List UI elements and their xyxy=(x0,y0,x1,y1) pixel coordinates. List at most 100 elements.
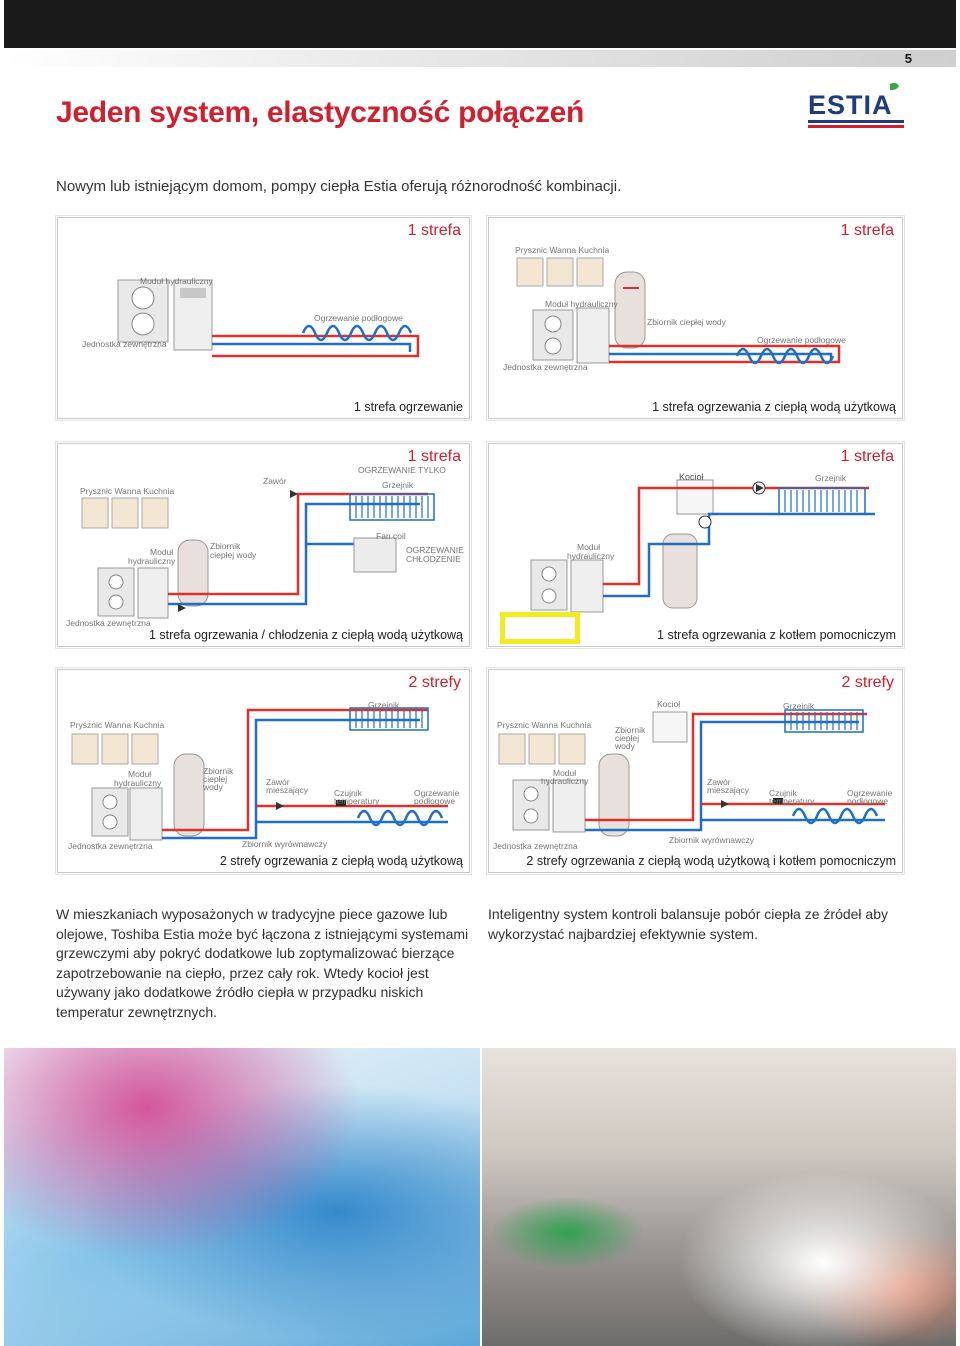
fixtures-label: Prysznic Wanna Kuchnia xyxy=(497,720,592,730)
buffer-tank-label: Zbiornik wyrównawczy xyxy=(242,839,328,849)
outdoor-unit xyxy=(91,787,129,837)
module-label-2: hydrauliczny xyxy=(128,556,176,566)
mixing-valve-label-1: Zawór xyxy=(266,777,290,787)
tank-label-1: Zbiornik xyxy=(203,766,234,776)
hydraulic-module xyxy=(576,307,610,364)
floor-heating-loop xyxy=(791,807,879,825)
hot-pipe xyxy=(585,712,867,822)
page-title: Jeden system, elastyczność połączeń xyxy=(56,96,585,129)
valve-label: Zawór xyxy=(263,476,287,486)
body-text-right: Inteligentny system kontroli balansuje p… xyxy=(488,906,889,942)
dhw-tank xyxy=(177,539,209,607)
mixing-valve-label-2: mieszający xyxy=(266,785,309,795)
panel-caption: 1 strefa ogrzewanie xyxy=(353,400,463,414)
top-bar xyxy=(4,0,956,48)
heating-only-label: OGRZEWANIE TYLKO xyxy=(358,465,446,475)
outdoor-unit xyxy=(532,309,574,361)
panel-caption: 1 strefa ogrzewania z kotłem pomocniczym xyxy=(657,628,896,642)
sensor-label-2: temperatury xyxy=(769,796,815,806)
floor-heating-label-2: podłogowe xyxy=(414,796,456,806)
outdoor-unit-label: Jednostka zewnętrzna xyxy=(66,618,151,628)
module-label-2: hydrauliczny xyxy=(567,551,615,561)
dishwashing-photo xyxy=(482,1048,956,1346)
hot-pipe xyxy=(212,334,420,358)
panel-caption: 2 strefy ogrzewania z ciepłą wodą użytko… xyxy=(526,854,896,868)
buffer-tank xyxy=(662,533,698,609)
valve-icon xyxy=(178,604,186,612)
zone-label: 2 strefy xyxy=(841,674,894,691)
sensor-label-2: temperatury xyxy=(334,796,380,806)
hydraulic-module xyxy=(129,787,163,841)
outdoor-unit xyxy=(530,559,568,611)
diagram-panel-1-zone-heating: 1 strefa Moduł hydrauliczny Ogrzewanie p… xyxy=(55,215,472,421)
heating-cooling-label-1: OGRZEWANIE xyxy=(406,545,464,555)
diagram-3-graphic xyxy=(81,490,435,619)
logo-stripe-blue xyxy=(808,120,904,123)
heating-cooling-label-2: CHŁODZENIE xyxy=(406,554,461,564)
diagram-6-graphic xyxy=(498,709,885,837)
cold-pipe xyxy=(162,718,420,840)
sensor-label-1: Czujnik xyxy=(769,788,797,798)
diagram-2-graphic xyxy=(516,257,841,365)
intro-text: Nowym lub istniejącym domom, pompy ciepł… xyxy=(56,178,622,195)
outdoor-unit-label: Jednostka zewnętrzna xyxy=(503,362,588,372)
module-label: Moduł hydrauliczny xyxy=(140,276,213,286)
floor-heating-label: Ogrzewanie podłogowe xyxy=(757,335,846,345)
outdoor-unit xyxy=(97,567,135,617)
floor-heating-label-1: Ogrzewanie xyxy=(414,788,460,798)
hot-pipe xyxy=(162,708,428,832)
diagram-panel-2-zone-heating-dhw: 1 strefa Prysznic Wanna Kuchnia Moduł hy… xyxy=(486,215,905,421)
radiator xyxy=(784,709,864,733)
tank-label-3: wody xyxy=(615,741,635,751)
hydraulic-module xyxy=(570,559,604,613)
boiler-label: Kocioł xyxy=(679,472,704,482)
module-label-1: Moduł xyxy=(150,547,174,557)
module-label-1: Moduł xyxy=(553,768,577,778)
diagram-panel-3-heating-cooling-dhw: 1 strefa Prysznic Wanna Kuchnia Zawór OG… xyxy=(55,441,472,649)
fixtures-label: Prysznic Wanna Kuchnia xyxy=(515,245,610,255)
outdoor-unit-label: Jednostka zewnętrzna xyxy=(68,841,153,851)
module-label-1: Moduł xyxy=(128,769,152,779)
cold-pipe xyxy=(212,342,412,352)
panel-caption: 1 strefa ogrzewania / chłodzenia z ciepł… xyxy=(148,628,463,642)
mixing-valve-icon xyxy=(721,800,729,808)
floor-heating-label-1: Ogrzewanie xyxy=(847,788,893,798)
floor-heating-loop xyxy=(735,347,835,365)
zone-label: 1 strefa xyxy=(407,448,461,465)
buffer-tank-label: Zbiornik wyrównawczy xyxy=(669,835,755,845)
mixing-valve-label-2: mieszający xyxy=(707,785,750,795)
tank-label-2: ciepłej wody xyxy=(210,550,257,560)
water-splash-photo xyxy=(4,1048,480,1346)
tank-label: Zbiornik ciepłej wody xyxy=(647,317,726,327)
cold-pipe xyxy=(168,502,420,606)
hot-pipe xyxy=(603,486,869,586)
fancoil-label: Fan coil xyxy=(376,531,406,541)
pump-icon xyxy=(698,515,712,529)
hydraulic-module xyxy=(173,279,213,351)
diagram-5-graphic xyxy=(71,707,448,841)
logo-leaf xyxy=(890,82,899,91)
radiator xyxy=(349,493,435,521)
floor-heating-label-2: podłogowe xyxy=(847,796,889,806)
tank-label-3: wody xyxy=(203,782,223,792)
fixture-icons xyxy=(498,733,586,765)
radiator-label: Grzejnik xyxy=(382,480,414,490)
cold-pipe xyxy=(603,512,875,598)
outdoor-unit xyxy=(117,279,169,343)
module-label-1: Moduł xyxy=(577,542,601,552)
radiator xyxy=(349,707,429,731)
diagram-panel-5-two-zones-dhw: 2 strefy Grzejnik Prysznic Wanna Kuchnia… xyxy=(55,667,472,875)
fixture-icons xyxy=(516,257,604,287)
sensor-icon xyxy=(773,798,783,804)
panel-caption: 1 strefa ogrzewania z ciepłą wodą użytko… xyxy=(652,400,896,414)
boiler xyxy=(652,711,688,743)
fixture-icons xyxy=(71,733,159,765)
logo-wordmark: ESTIA xyxy=(808,90,893,120)
fixtures-label: Prysznic Wanna Kuchnia xyxy=(80,486,175,496)
tank-label-2: ciepłej xyxy=(615,733,640,743)
outdoor-unit xyxy=(512,779,550,831)
tank-label-2: ciepłej xyxy=(203,774,228,784)
diagram-1-graphic xyxy=(117,279,420,358)
outdoor-unit-label: Jednostka zewnętrzna xyxy=(493,841,578,851)
estia-logo: ESTIA xyxy=(808,82,904,128)
